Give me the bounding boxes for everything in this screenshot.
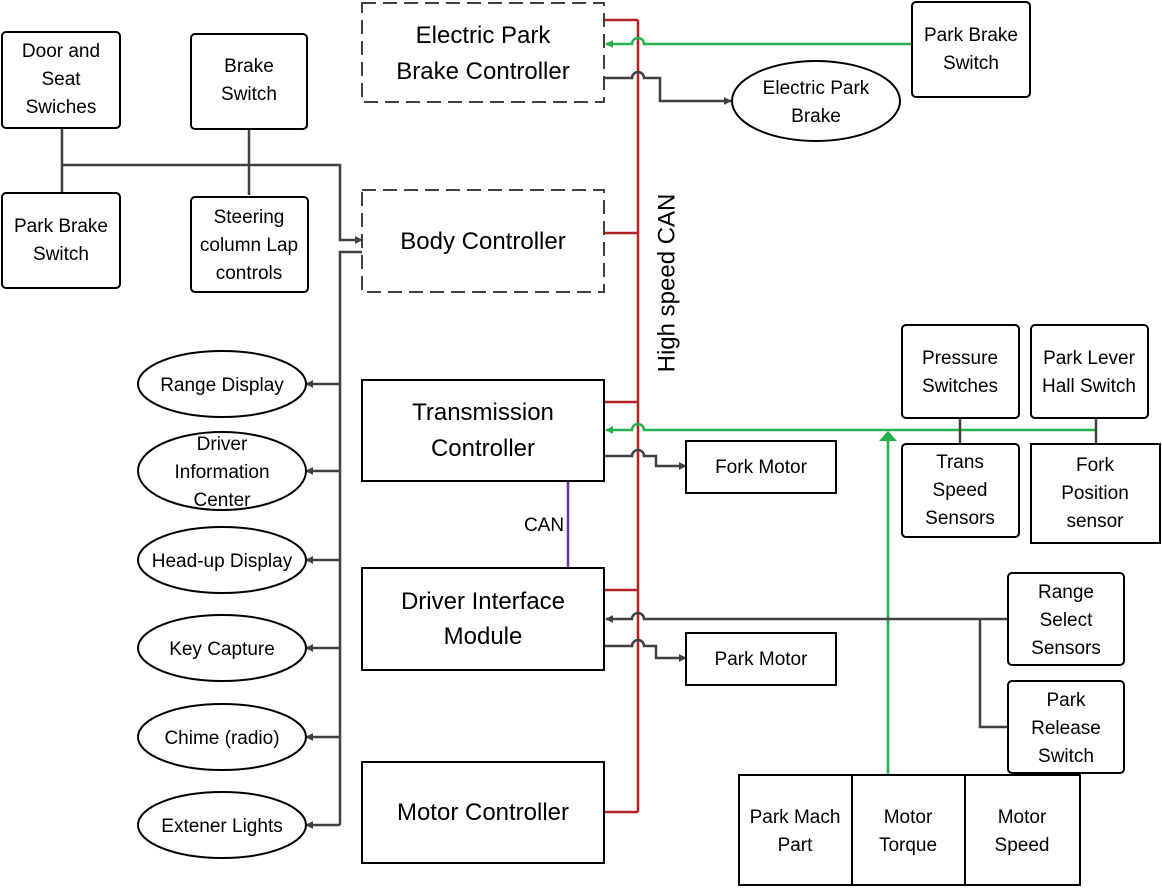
wire-input-bus-horizontal	[62, 163, 363, 244]
dic-label-3: Center	[193, 490, 251, 511]
motor-speed: Motor Speed	[964, 774, 1081, 886]
steering-label-1: Steering	[214, 207, 285, 228]
driver-interface-module: Driver Interface Module	[361, 567, 605, 671]
door-seat-label-3: Swiches	[26, 97, 97, 118]
dic-label-2: Information	[174, 462, 269, 483]
epb-controller-label-2: Brake Controller	[396, 58, 569, 85]
park-motor-label: Park Motor	[715, 649, 809, 670]
electric-park-brake: Electric Park Brake	[731, 60, 901, 142]
motor-torque-label-1: Motor	[884, 807, 933, 828]
hud-label: Head-up Display	[152, 551, 293, 572]
pressure-label-1: Pressure	[922, 348, 998, 369]
pressure-label-2: Switches	[922, 376, 998, 397]
steering-label-2: column Lap	[200, 235, 298, 256]
dim-label-1: Driver Interface	[401, 588, 565, 615]
park-mach-part: Park Mach Part	[738, 774, 853, 886]
brake-switch-label-2: Switch	[221, 84, 277, 105]
epb-controller-label-1: Electric Park	[416, 22, 552, 49]
trans-controller-label-2: Controller	[431, 435, 535, 462]
key-capture: Key Capture	[137, 614, 307, 682]
body-controller: Body Controller	[361, 189, 605, 293]
range-select-label-2: Select	[1040, 610, 1094, 631]
park-release-label-1: Park	[1046, 690, 1086, 711]
exterior-lights: Extener Lights	[137, 791, 307, 859]
park-lever-label-2: Hall Switch	[1042, 376, 1136, 397]
wire-dim-to-park-motor	[604, 638, 687, 662]
dim-label-2: Module	[444, 623, 523, 650]
trans-speed-label-1: Trans	[936, 452, 984, 473]
fork-motor: Fork Motor	[685, 440, 837, 494]
transmission-controller: Transmission Controller	[361, 379, 605, 482]
wire-trans-to-fork-motor	[604, 448, 687, 470]
brake-switch: Brake Switch	[190, 33, 308, 130]
brake-switch-label-1: Brake	[224, 56, 274, 77]
park-brake-switch-top: Park Brake Switch	[911, 1, 1031, 98]
park-brake-switch-left-label-2: Switch	[33, 244, 89, 265]
fork-position-label-1: Fork	[1076, 455, 1115, 476]
fork-position-label-2: Position	[1061, 483, 1129, 504]
wire-epb-to-brake	[604, 70, 732, 105]
trans-speed-sensors: Trans Speed Sensors	[901, 443, 1020, 538]
door-seat-switches: Door and Seat Swiches	[1, 31, 121, 129]
park-release-switch: Park Release Switch	[1007, 680, 1125, 774]
park-release-label-2: Release	[1031, 718, 1101, 739]
trans-speed-label-2: Speed	[933, 480, 988, 501]
fork-position-label-3: sensor	[1066, 511, 1124, 532]
trans-controller-label-1: Transmission	[412, 399, 554, 426]
head-up-display: Head-up Display	[137, 526, 307, 594]
door-seat-label-2: Seat	[41, 69, 81, 90]
park-lever-label-1: Park Lever	[1043, 348, 1136, 369]
fork-position-sensor: Fork Position sensor	[1030, 443, 1161, 544]
steering-label-3: controls	[216, 263, 283, 284]
range-select-label-3: Sensors	[1031, 638, 1101, 659]
park-brake-switch-top-label-1: Park Brake	[924, 25, 1018, 46]
exterior-lights-label: Extener Lights	[161, 816, 282, 837]
body-controller-label: Body Controller	[400, 228, 565, 255]
park-brake-switch-left-label-1: Park Brake	[14, 216, 108, 237]
range-select-label-1: Range	[1038, 582, 1094, 603]
motor-torque-label-2: Torque	[879, 835, 937, 856]
electric-park-brake-controller: Electric Park Brake Controller	[361, 2, 605, 103]
park-motor: Park Motor	[685, 632, 837, 686]
dic-label-1: Driver	[197, 434, 248, 455]
park-release-label-3: Switch	[1038, 746, 1094, 767]
local-can-label: CAN	[524, 515, 564, 536]
key-capture-label: Key Capture	[169, 639, 275, 660]
motor-speed-label-1: Motor	[998, 807, 1047, 828]
motor-speed-label-2: Speed	[995, 835, 1050, 856]
wires	[60, 18, 1098, 829]
chime-radio: Chime (radio)	[137, 703, 307, 771]
green-sensors-to-trans	[605, 422, 1096, 434]
green-park-brake-to-epb	[605, 36, 912, 48]
motor-torque: Motor Torque	[851, 774, 966, 886]
range-display: Range Display	[137, 350, 307, 418]
electric-park-brake-label-2: Brake	[791, 106, 841, 127]
range-select-sensors: Range Select Sensors	[1007, 572, 1125, 666]
wire-range-select-to-dim	[605, 611, 1008, 623]
motor-controller: Motor Controller	[361, 761, 605, 864]
trans-speed-label-3: Sensors	[925, 508, 995, 529]
motor-controller-label: Motor Controller	[397, 799, 569, 826]
steering-column-lap-controls: Steering column Lap controls	[190, 196, 309, 293]
park-brake-switch-left: Park Brake Switch	[1, 192, 121, 289]
park-mach-label-2: Part	[778, 835, 814, 856]
high-speed-can-label: High speed CAN	[653, 194, 680, 373]
door-seat-label-1: Door and	[22, 41, 100, 62]
park-lever-hall-switch: Park Lever Hall Switch	[1030, 324, 1149, 419]
driver-information-center: Driver Information Center	[137, 431, 307, 511]
chime-label: Chime (radio)	[164, 728, 279, 749]
electric-park-brake-label-1: Electric Park	[763, 78, 870, 99]
wire-output-trunk	[338, 250, 362, 825]
park-mach-label-1: Park Mach	[750, 807, 841, 828]
range-display-label: Range Display	[160, 375, 284, 396]
wire-park-release-to-bus	[978, 619, 1008, 729]
park-brake-switch-top-label-2: Switch	[943, 53, 999, 74]
fork-motor-label: Fork Motor	[715, 457, 808, 478]
green-arrowhead-up	[879, 431, 897, 441]
pressure-switches: Pressure Switches	[901, 324, 1020, 419]
